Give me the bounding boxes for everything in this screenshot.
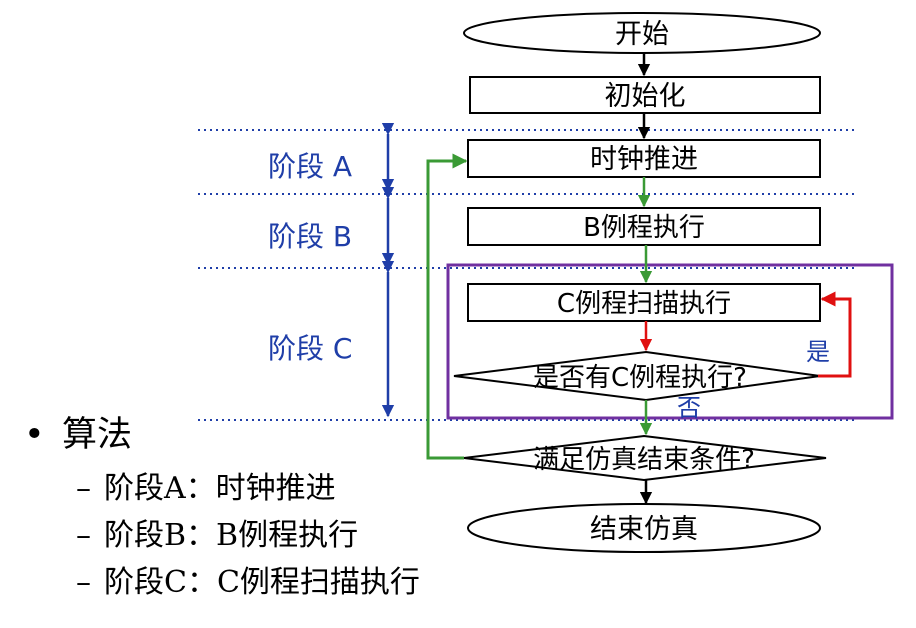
dash-marker-3: – (76, 565, 91, 600)
clock-advance-node (467, 139, 821, 178)
init-node-label: 初始化 (605, 81, 686, 112)
bullet-item-3: 阶段C：C例程扫描执行 (104, 565, 420, 600)
start-node (463, 12, 821, 54)
phase-b-label: 阶段 B (268, 220, 352, 253)
dash-marker-2: – (76, 518, 91, 553)
algorithm-title: 算法 (62, 415, 132, 455)
c-scan-label: C例程扫描执行 (557, 289, 731, 319)
bullet-marker: • (24, 415, 45, 455)
phase-a-label: 阶段 A (268, 150, 352, 183)
yes-loop-arrow (818, 291, 852, 378)
no-label: 否 (677, 394, 701, 422)
clock-advance-label: 时钟推进 (590, 144, 698, 175)
end-node-label: 结束仿真 (590, 514, 698, 545)
start-node-label: 开始 (615, 19, 669, 50)
loop-back-arrow (426, 153, 468, 460)
yes-label: 是 (806, 338, 830, 366)
b-routine-node (467, 207, 821, 246)
phase-c-frame (446, 263, 894, 420)
bullet-item-1: 阶段A：时钟推进 (104, 471, 336, 506)
end-node (467, 503, 821, 553)
c-decision-label: 是否有C例程执行? (533, 363, 747, 393)
c-scan-node (467, 283, 821, 322)
bullet-item-2: 阶段B：B例程执行 (104, 518, 358, 553)
phase-c-label: 阶段 C (268, 332, 352, 365)
end-decision-node (463, 434, 827, 482)
b-routine-label: B例程执行 (583, 213, 705, 243)
dash-marker-1: – (76, 471, 91, 506)
end-decision-label: 满足仿真结束条件? (533, 445, 755, 475)
